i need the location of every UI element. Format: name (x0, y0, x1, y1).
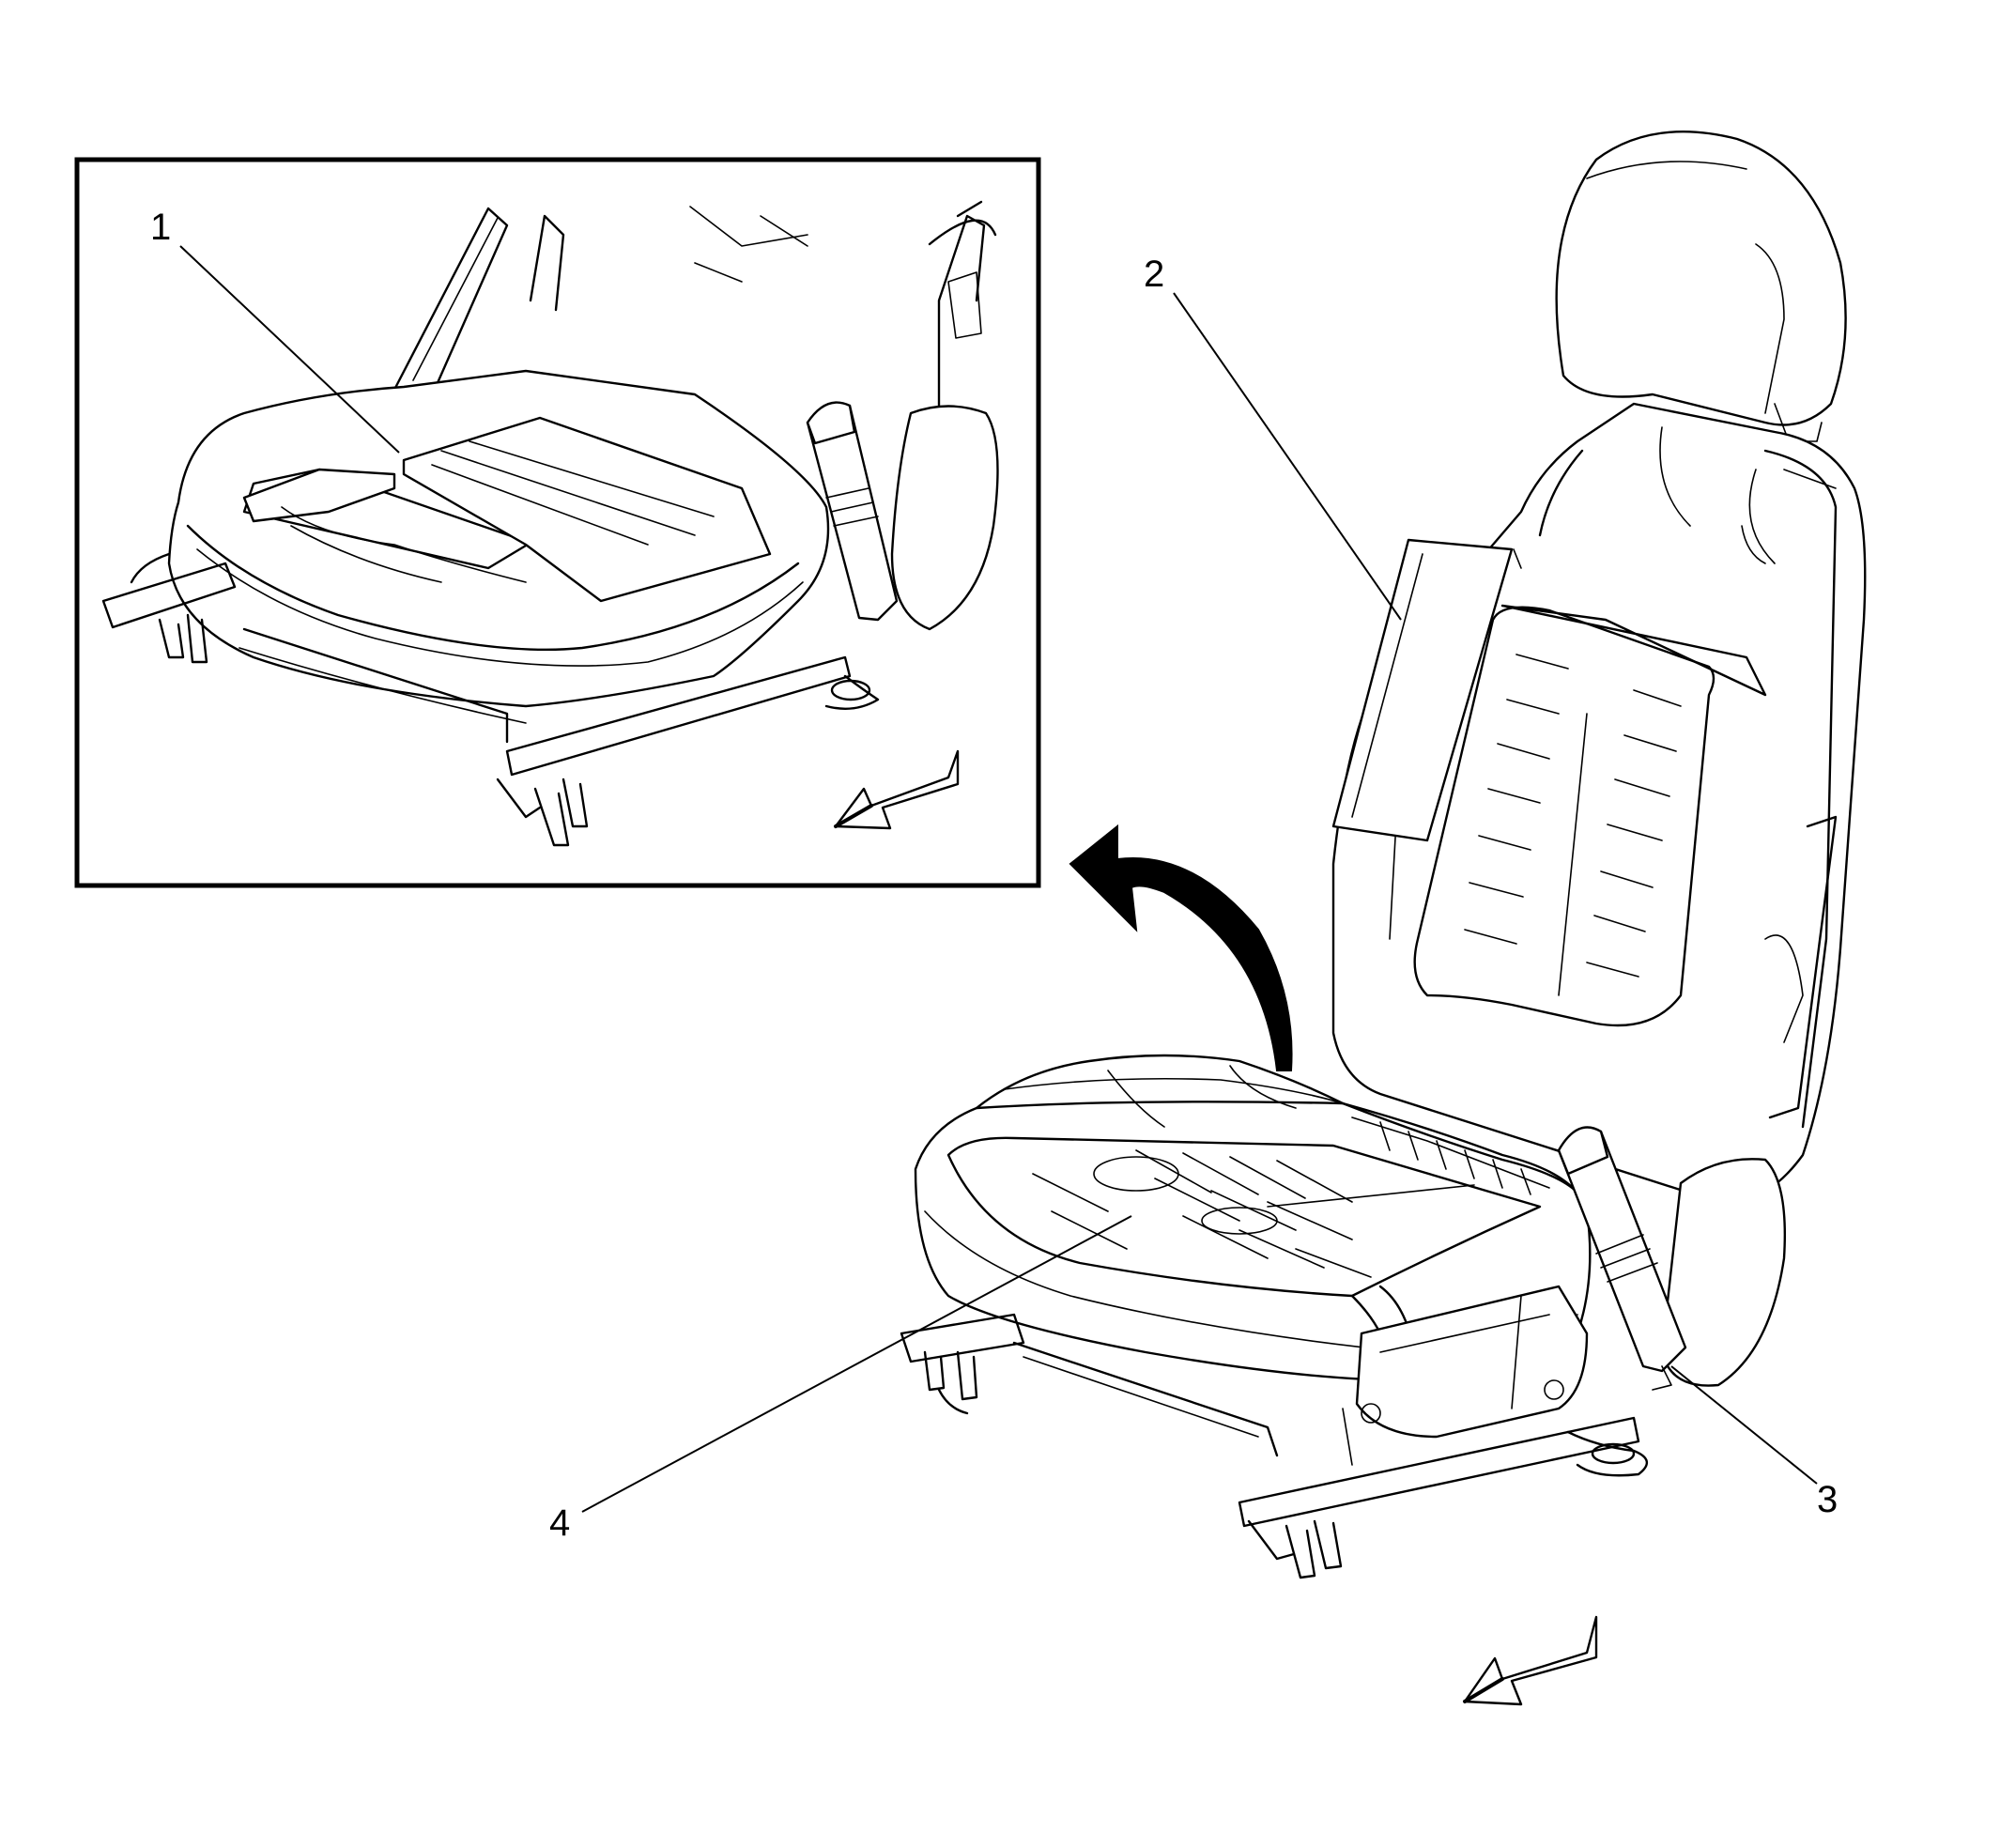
callout-4: 4 (549, 1215, 1132, 1544)
inset-detail-view: 1 (74, 157, 1041, 888)
callout-3-label: 3 (1817, 1479, 1838, 1520)
inset-seatback-frame (392, 200, 997, 415)
seat-belt-buckle (1557, 1126, 1687, 1391)
main-seat-view: 2 3 4 (549, 131, 1867, 1706)
callout-1: 1 (150, 207, 400, 454)
seatback-cover-panel (1331, 538, 1514, 842)
callout-1-label: 1 (150, 207, 171, 248)
callout-4-label: 4 (549, 1502, 570, 1544)
cushion-sensor-mat (946, 1136, 1542, 1335)
forward-direction-arrow (1463, 1615, 1598, 1706)
seatback-sensor-mat (1413, 604, 1767, 1027)
inset-sensor-module (242, 468, 396, 523)
callout-3-leader (1670, 1365, 1818, 1485)
seat-side-trim (1355, 1285, 1589, 1439)
inset-sensor-pad (402, 416, 772, 603)
callout-1-leader (179, 245, 400, 454)
seat-track (900, 1313, 1648, 1579)
callout-2: 2 (1144, 254, 1402, 621)
callout-2-label: 2 (1144, 254, 1164, 295)
headrest (1555, 131, 1847, 442)
inset-forward-arrow (834, 749, 960, 830)
callout-2-leader (1173, 292, 1402, 621)
callout-4-leader (581, 1215, 1132, 1513)
callout-3: 3 (1670, 1365, 1838, 1520)
curved-removal-arrow (1069, 824, 1293, 1071)
inset-seat-track (101, 552, 880, 847)
inset-side-bolster (890, 405, 999, 631)
inset-seat-belt-buckle (806, 401, 899, 622)
